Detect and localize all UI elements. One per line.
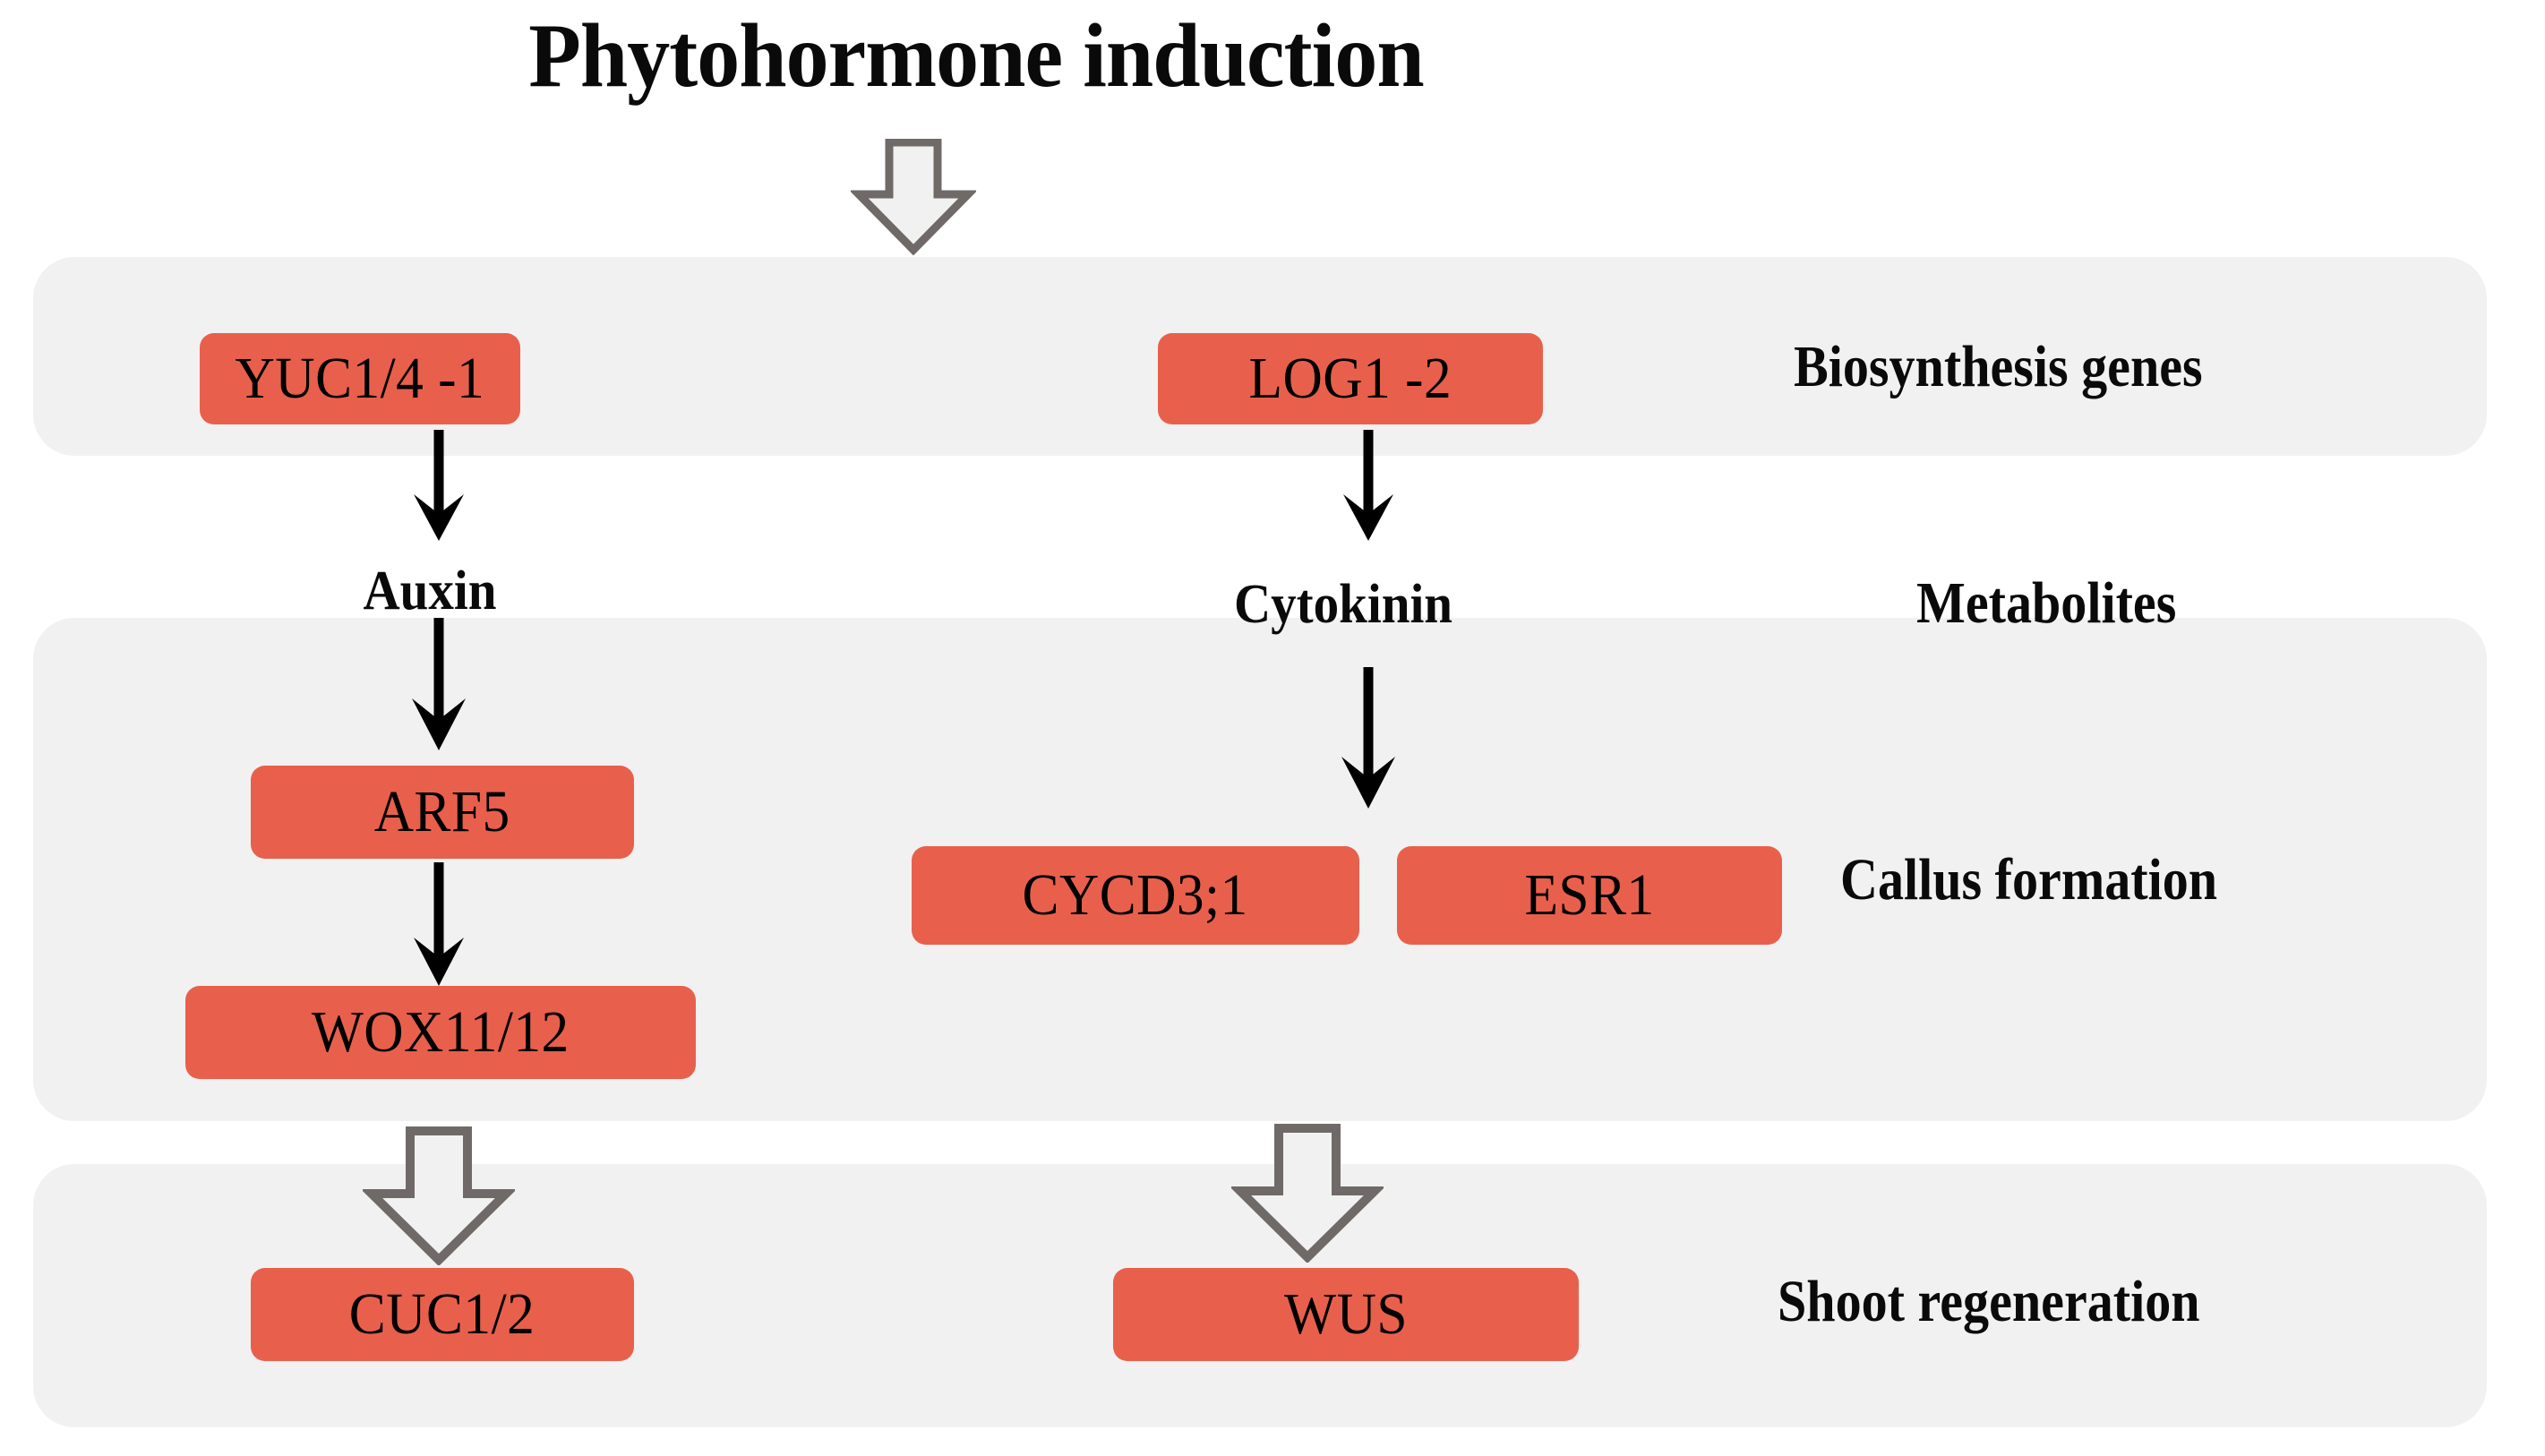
- gene-box-log1[interactable]: LOG1 -2: [1158, 333, 1543, 424]
- metabolite-label-cytokinin: Cytokinin: [1233, 574, 1453, 635]
- block-down-arrow-icon: [849, 138, 978, 260]
- gene-label-cuc: CUC1/2: [349, 1281, 536, 1347]
- stage-label-metabolites: Metabolites: [1916, 570, 2177, 636]
- stage-label-biosynthesis: Biosynthesis genes: [1794, 334, 2203, 399]
- down-arrow-icon: [394, 430, 484, 547]
- gene-box-wus[interactable]: WUS: [1113, 1268, 1579, 1361]
- gene-box-cuc[interactable]: CUC1/2: [251, 1268, 634, 1361]
- down-arrow-icon: [1324, 430, 1413, 547]
- gene-label-cycd: CYCD3;1: [1022, 862, 1249, 928]
- gene-label-arf5: ARF5: [374, 779, 510, 844]
- gene-label-esr1: ESR1: [1524, 862, 1655, 928]
- gene-label-log1: LOG1 -2: [1248, 346, 1452, 411]
- down-arrow-icon: [394, 862, 484, 992]
- gene-box-cycd[interactable]: CYCD3;1: [912, 846, 1359, 945]
- stage-label-callus: Callus formation: [1840, 847, 2218, 912]
- gene-box-arf5[interactable]: ARF5: [251, 766, 634, 859]
- down-arrow-icon: [394, 618, 484, 757]
- gene-label-wox: WOX11/12: [312, 999, 570, 1065]
- page-title: Phytohormone induction: [528, 5, 1424, 107]
- metabolite-label-auxin: Auxin: [363, 561, 497, 621]
- gene-box-esr1[interactable]: ESR1: [1397, 846, 1782, 945]
- block-down-arrow-icon: [360, 1126, 518, 1270]
- block-down-arrow-icon: [1229, 1124, 1386, 1267]
- gene-label-wus: WUS: [1284, 1281, 1408, 1347]
- down-arrow-icon: [1324, 667, 1413, 815]
- gene-box-yuc[interactable]: YUC1/4 -1: [200, 333, 520, 424]
- gene-box-wox[interactable]: WOX11/12: [185, 986, 696, 1079]
- gene-label-yuc: YUC1/4 -1: [235, 346, 485, 411]
- stage-label-shoot: Shoot regeneration: [1778, 1269, 2200, 1334]
